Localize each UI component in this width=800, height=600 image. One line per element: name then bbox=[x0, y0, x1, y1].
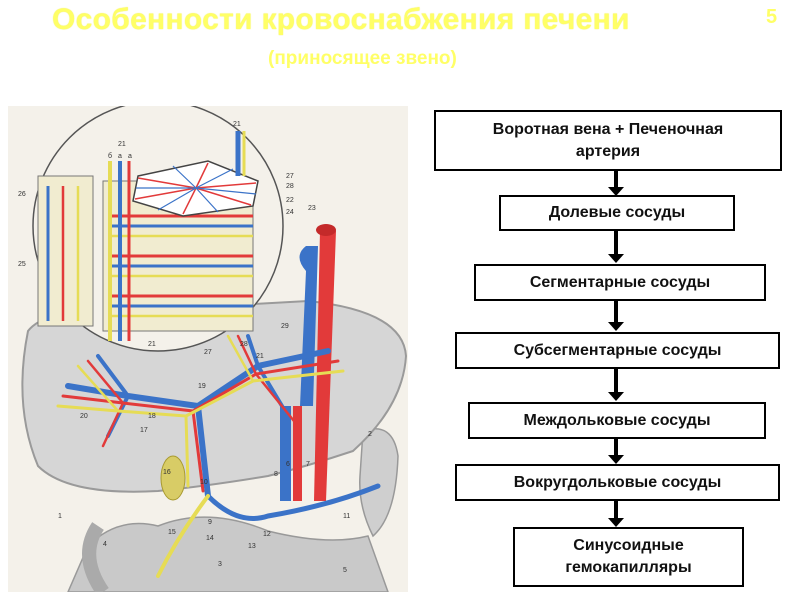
callout: 1 bbox=[58, 513, 62, 520]
step-sinusoidal-capillaries: Синусоидные гемокапилляры bbox=[513, 527, 744, 587]
callout: 10 bbox=[200, 479, 208, 486]
aorta-top bbox=[316, 224, 336, 236]
slide-number: 5 bbox=[766, 6, 778, 28]
callout: 27 bbox=[204, 349, 212, 356]
callout: 12 bbox=[263, 531, 271, 538]
callout: а bbox=[128, 153, 132, 160]
callout: 21 bbox=[256, 353, 264, 360]
step-label: Субсегментарные сосуды bbox=[513, 341, 722, 359]
callout: 24 bbox=[286, 209, 294, 216]
intestine-shape bbox=[66, 516, 390, 593]
gallbladder-shape bbox=[160, 455, 186, 501]
callout: 3 bbox=[218, 561, 222, 568]
callout: 23 bbox=[308, 205, 316, 212]
step-label: Междольковые сосуды bbox=[523, 411, 711, 429]
left-lobule-slice bbox=[37, 175, 94, 327]
callout: 7 bbox=[306, 461, 310, 468]
callout: 26 bbox=[18, 191, 26, 198]
duodenum-shape bbox=[82, 522, 109, 596]
callout: 21 bbox=[148, 341, 156, 348]
step-subsegmental-vessels: Субсегментарные сосуды bbox=[455, 332, 780, 369]
step-interlobular-vessels: Междольковые сосуды bbox=[468, 402, 766, 439]
callout: 20 bbox=[80, 413, 88, 420]
callout: 9 bbox=[208, 519, 212, 526]
callout-labels: 21 б а а 21 27 28 26 22 24 23 25 29 21 2… bbox=[18, 121, 372, 574]
callout: 29 bbox=[281, 323, 289, 330]
callout: 2 bbox=[368, 431, 372, 438]
step-label: Сегментарные сосуды bbox=[529, 273, 711, 291]
callout: 16 bbox=[163, 469, 171, 476]
callout: 28 bbox=[240, 341, 248, 348]
slide-title: Особенности кровоснабжения печени bbox=[52, 3, 630, 36]
callout: 18 bbox=[148, 413, 156, 420]
step-label: Синусоидные гемокапилляры bbox=[565, 537, 692, 576]
step-segmental-vessels: Сегментарные сосуды bbox=[474, 264, 766, 301]
liver-blood-supply-illustration: 21 б а а 21 27 28 26 22 24 23 25 29 21 2… bbox=[8, 100, 408, 596]
callout: 21 bbox=[118, 141, 126, 148]
callout: 27 bbox=[286, 173, 294, 180]
slide-subtitle: (приносящее звено) bbox=[268, 48, 457, 69]
callout: 6 bbox=[286, 461, 290, 468]
callout: 15 bbox=[168, 529, 176, 536]
callout: 17 bbox=[140, 427, 148, 434]
stomach-shape bbox=[359, 428, 399, 538]
callout: 25 bbox=[18, 261, 26, 268]
portal-trunk-artery bbox=[293, 406, 302, 501]
step-label: Долевые сосуды bbox=[548, 204, 686, 222]
callout: 28 bbox=[286, 183, 294, 190]
callout: б bbox=[108, 152, 112, 160]
step-lobar-vessels: Долевые сосуды bbox=[499, 195, 735, 231]
portal-trunk-vein bbox=[280, 406, 291, 501]
step-label: Воротная вена + Печеночная артерия bbox=[492, 120, 724, 160]
callout: 4 bbox=[103, 541, 107, 548]
callout: 21 bbox=[233, 121, 241, 128]
vessel-tree bbox=[56, 334, 381, 578]
liver-diagram-svg: 21 б а а 21 27 28 26 22 24 23 25 29 21 2… bbox=[18, 100, 408, 596]
callout: а bbox=[118, 153, 122, 160]
step-perilobular-vessels: Вокругдольковые сосуды bbox=[455, 464, 780, 501]
callout: 22 bbox=[286, 197, 294, 204]
step-portal-vein-hepatic-artery: Воротная вена + Печеночная артерия bbox=[434, 110, 782, 171]
step-label: Вокругдольковые сосуды bbox=[513, 473, 722, 491]
callout: 19 bbox=[198, 383, 206, 390]
lobule-block bbox=[102, 160, 259, 332]
callout: 8 bbox=[274, 471, 278, 478]
callout: 5 bbox=[343, 567, 347, 574]
callout: 13 bbox=[248, 543, 256, 550]
callout: 14 bbox=[206, 535, 214, 542]
callout: 11 bbox=[343, 513, 350, 520]
